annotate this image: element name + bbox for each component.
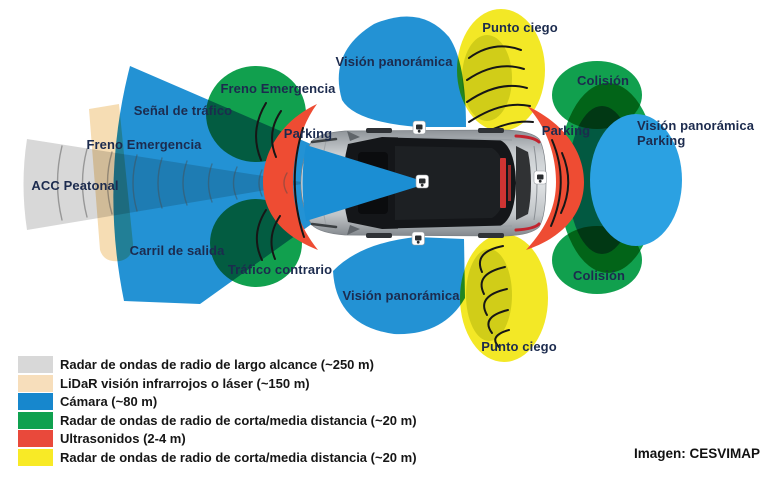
legend-swatch <box>18 430 53 447</box>
legend-swatch <box>18 374 53 392</box>
zone-blind-spot-bottom <box>460 234 548 362</box>
sensor-icon-windshield <box>415 174 429 189</box>
legend-item: Cámara (~80 m) <box>18 393 417 410</box>
legend-item: LiDaR visión infrarrojos o láser (~150 m… <box>18 374 417 392</box>
car-wheel <box>478 233 504 238</box>
car-headlight-bottom <box>310 222 338 229</box>
label-freno-emergencia-top: Freno Emergencia <box>220 81 336 96</box>
label-trafico-contrario: Tráfico contrario <box>227 262 333 277</box>
car-wheel <box>366 128 392 133</box>
image-credit: Imagen: CESVIMAP <box>633 446 760 461</box>
car-livery-stripe <box>500 158 506 208</box>
zone-camera-rear-outer <box>590 114 682 246</box>
car-headlight-top <box>310 137 338 144</box>
zone-blind-spot-top <box>457 9 545 131</box>
legend-label: Ultrasonidos (2-4 m) <box>60 431 186 446</box>
sensor-icon-rear <box>533 170 547 185</box>
zone-camera-top <box>338 16 466 127</box>
legend-label: LiDaR visión infrarrojos o láser (~150 m… <box>60 375 310 391</box>
label-vision-panoramica-top: Visión panorámica <box>335 54 453 69</box>
label-colision-top: Colisión <box>576 73 630 88</box>
zone-ultrasonic-rear <box>526 106 584 250</box>
car-wheel <box>478 128 504 133</box>
legend-label: Radar de ondas de radio de corta/media d… <box>60 412 417 428</box>
car-roof-rail <box>397 136 513 141</box>
sensor-icon-roof-top <box>412 120 426 135</box>
label-senal-de-trafico: Señal de tráfico <box>133 103 233 118</box>
sensor-icon-roof-bottom <box>411 231 425 246</box>
sensor-markers <box>411 120 547 246</box>
car-taillight-top <box>514 134 541 144</box>
label-freno-emergencia-left: Freno Emergencia <box>86 137 202 152</box>
label-line: Parking <box>637 133 686 148</box>
legend-item: Radar de ondas de radio de corta/media d… <box>18 448 417 466</box>
wave-arcs-long-range <box>56 145 288 221</box>
label-vision-panoramica-bottom: Visión panorámica <box>342 288 460 303</box>
zone-camera-bottom <box>333 237 465 335</box>
legend-item: Radar de ondas de radio de corta/media d… <box>18 411 417 429</box>
car-top-view <box>300 128 547 238</box>
legend: Radar de ondas de radio de largo alcance… <box>18 356 417 466</box>
label-line: Visión panorámica <box>637 118 755 133</box>
legend-swatch <box>18 411 53 429</box>
label-parking-front: Parking <box>283 126 333 141</box>
label-carril-de-salida: Carril de salida <box>129 243 225 258</box>
car-rear-window <box>516 146 531 220</box>
legend-item: Radar de ondas de radio de largo alcance… <box>18 356 417 373</box>
legend-label: Radar de ondas de radio de corta/media d… <box>60 449 417 465</box>
legend-swatch <box>18 393 53 410</box>
label-vision-panoramica-parking: Visión panorámica Parking <box>637 118 754 148</box>
legend-swatch <box>18 356 53 373</box>
zone-camera-windshield-fov <box>302 145 429 221</box>
label-punto-ciego-top: Punto ciego <box>482 20 558 35</box>
car-wheel <box>366 233 392 238</box>
car-mirror-bottom <box>347 225 360 235</box>
label-punto-ciego-bottom: Punto ciego <box>481 339 557 354</box>
legend-swatch <box>18 448 53 466</box>
label-colision-bottom: Colisión <box>572 268 626 283</box>
car-taillight-bottom <box>514 222 541 232</box>
label-acc-peatonal: ACC Peatonal <box>31 178 119 193</box>
legend-label: Radar de ondas de radio de largo alcance… <box>60 357 374 372</box>
legend-item: Ultrasonidos (2-4 m) <box>18 430 417 447</box>
car-mirror-top <box>347 131 360 141</box>
legend-label: Cámara (~80 m) <box>60 394 158 409</box>
car-roof-rail <box>397 225 513 230</box>
zone-ultrasonic-front <box>263 104 318 250</box>
label-parking-rear: Parking <box>541 123 591 138</box>
